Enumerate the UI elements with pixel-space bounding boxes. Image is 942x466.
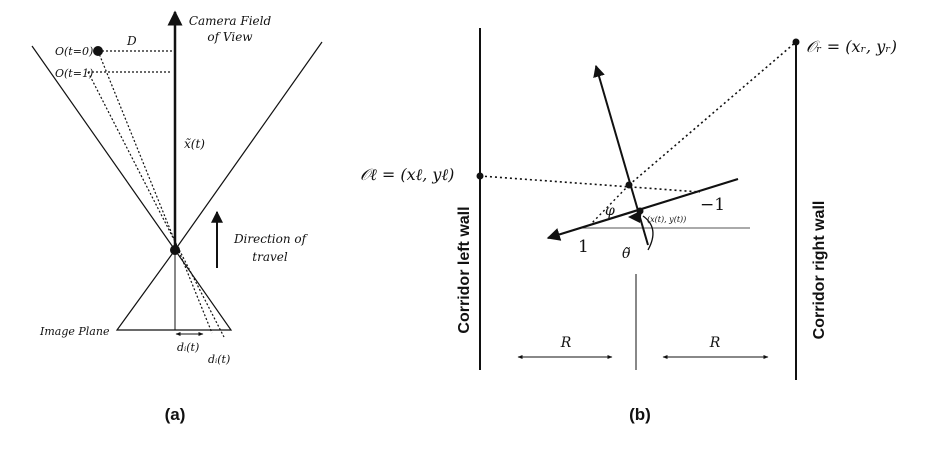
dotted-phi [589, 184, 630, 226]
caption-a: (a) [165, 405, 186, 424]
d-label: D [126, 34, 137, 48]
image-plane-triangle [115, 249, 233, 331]
point-intersection [625, 181, 633, 189]
camera-fov-label-1: Camera Field [189, 14, 272, 28]
r-right-label: R [709, 335, 721, 351]
o-t0-label: O(t=0) [55, 45, 93, 58]
theta-arc [642, 215, 654, 251]
phi-label: φ [605, 203, 615, 219]
panel-a: D Camera Field of View O(t=0) O(t=1) x̃(… [31, 10, 323, 424]
direction-label-1: Direction of [233, 232, 309, 246]
right-wall-label: Corridor right wall [811, 201, 828, 340]
image-plane-label: Image Plane [39, 325, 110, 338]
point-robot [636, 207, 644, 215]
dotted-to-ol [479, 175, 701, 193]
robot-axis-line [546, 177, 739, 241]
direction-label-2: travel [252, 250, 288, 264]
o-t1-label: O(t=1) [55, 67, 93, 80]
point-or [792, 38, 800, 46]
dotted-to-or [628, 41, 797, 186]
di-label-2: dᵢ(t) [208, 353, 230, 366]
one-label: 1 [578, 237, 589, 257]
panel-b: 𝒪ᵣ = (xᵣ, yᵣ) 𝒪ℓ = (xℓ, yℓ) −1 1 φ (x(t)… [360, 28, 897, 424]
camera-center-point [170, 245, 180, 255]
or-label: 𝒪ᵣ = (xᵣ, yᵣ) [806, 37, 897, 56]
left-wall-label: Corridor left wall [456, 206, 473, 333]
di-label-1: dᵢ(t) [177, 341, 199, 354]
robot-point-label: (x(t), y(t)) [647, 215, 686, 224]
object-point-t0 [93, 46, 103, 56]
fov-left-line [31, 45, 176, 251]
fov-right-line [174, 41, 323, 251]
theta-label: θ̃ [622, 246, 631, 262]
minus-one-label: −1 [700, 195, 725, 215]
point-ol [476, 172, 484, 180]
r-left-label: R [560, 335, 572, 351]
projection-line-t1 [87, 71, 225, 338]
caption-b: (b) [629, 405, 651, 424]
ol-label: 𝒪ℓ = (xℓ, yℓ) [360, 165, 454, 184]
projection-line-t0 [97, 50, 213, 334]
camera-fov-label-2: of View [207, 30, 253, 44]
x-tilde-label: x̃(t) [184, 137, 205, 151]
